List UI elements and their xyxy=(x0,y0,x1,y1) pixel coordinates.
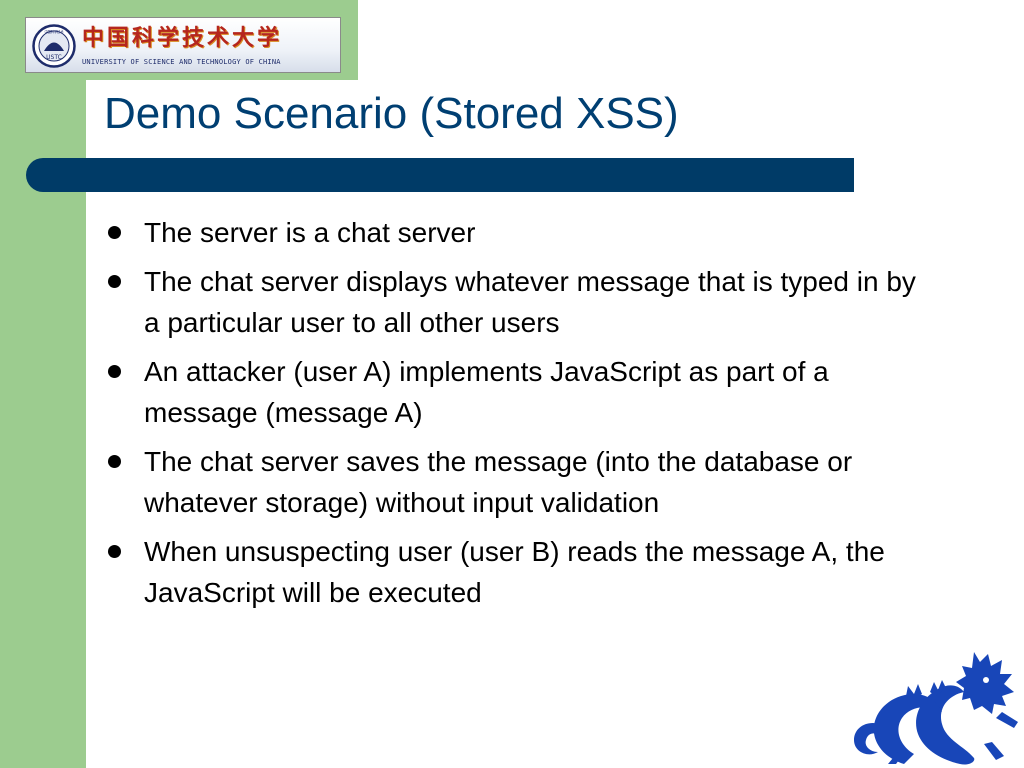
bullet-item: The chat server displays whatever messag… xyxy=(104,261,934,343)
bullet-text: When unsuspecting user (user B) reads th… xyxy=(144,536,885,608)
university-seal-icon: USTC 中国科学技术 xyxy=(32,24,76,68)
title-underline-bar xyxy=(26,158,854,192)
green-side-band xyxy=(0,0,86,768)
bullet-dot-icon xyxy=(108,545,121,558)
bullet-dot-icon xyxy=(108,455,121,468)
university-logo: USTC 中国科学技术 中国科学技术大学 UNIVERSITY OF SCIEN… xyxy=(25,17,341,73)
logo-english-name: UNIVERSITY OF SCIENCE AND TECHNOLOGY OF … xyxy=(82,58,281,66)
bullet-item: The server is a chat server xyxy=(104,212,934,253)
slide-title: Demo Scenario (Stored XSS) xyxy=(104,89,679,138)
bullet-text: The chat server displays whatever messag… xyxy=(144,266,916,338)
bullet-text: The server is a chat server xyxy=(144,217,476,248)
bullet-item: An attacker (user A) implements JavaScri… xyxy=(104,351,934,433)
seal-subtext: 中国科学技术 xyxy=(44,29,64,34)
dragon-emblem-icon xyxy=(854,652,1018,765)
bullet-item: When unsuspecting user (user B) reads th… xyxy=(104,531,934,613)
bullet-item: The chat server saves the message (into … xyxy=(104,441,934,523)
bullet-dot-icon xyxy=(108,365,121,378)
bullet-dot-icon xyxy=(108,226,121,239)
bullet-list: The server is a chat server The chat ser… xyxy=(104,212,934,621)
seal-text: USTC xyxy=(46,54,62,61)
bullet-dot-icon xyxy=(108,275,121,288)
bullet-text: The chat server saves the message (into … xyxy=(144,446,853,518)
bullet-text: An attacker (user A) implements JavaScri… xyxy=(144,356,829,428)
logo-chinese-name: 中国科学技术大学 xyxy=(82,25,283,51)
